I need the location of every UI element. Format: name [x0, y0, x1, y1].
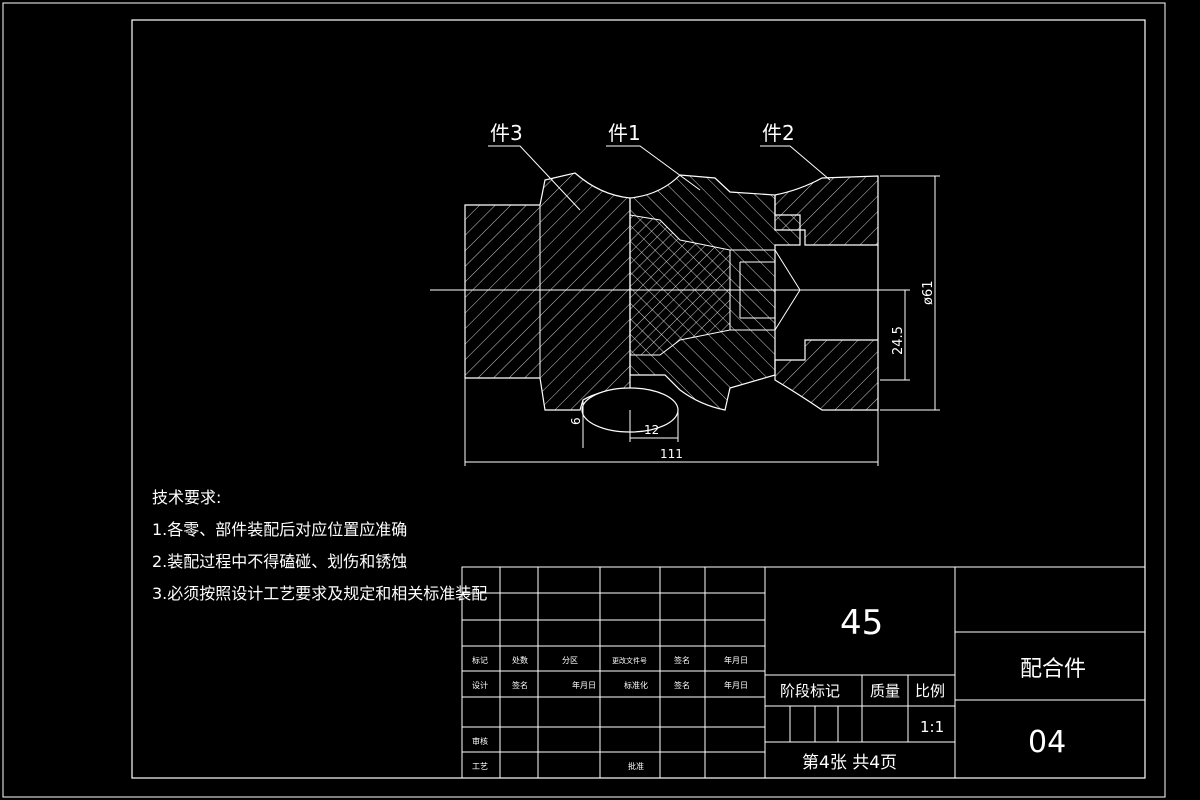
- dim-groove-depth: 6: [569, 417, 583, 425]
- part1-label: 件1: [608, 121, 641, 145]
- scale-label: 比例: [915, 682, 945, 700]
- stage-mark-label: 阶段标记: [780, 682, 840, 700]
- material-value: 45: [840, 603, 883, 643]
- tech-requirements-title: 技术要求:: [152, 488, 222, 507]
- sign-col-4: 标准化: [624, 680, 648, 690]
- mass-label: 质量: [870, 682, 900, 700]
- step-lines: [465, 198, 880, 388]
- rev-col-2: 处数: [512, 655, 528, 665]
- process-label: 工艺: [472, 762, 488, 771]
- part3-section: [464, 172, 631, 411]
- tech-requirement-2: 2.装配过程中不得磕碰、划伤和锈蚀: [152, 552, 408, 571]
- dim-diameter: ø61: [921, 281, 936, 306]
- sheet-info: 第4张 共4页: [802, 753, 897, 773]
- dim-groove-width: 12: [644, 423, 659, 437]
- rev-col-1: 标记: [472, 655, 488, 665]
- rev-col-6: 年月日: [724, 655, 748, 665]
- sign-col-1: 设计: [472, 680, 488, 690]
- sign-col-3: 年月日: [572, 680, 596, 690]
- rev-col-5: 签名: [674, 655, 690, 665]
- rev-col-3: 分区: [562, 656, 578, 665]
- section-view: [430, 172, 880, 433]
- part2-section: [774, 175, 879, 411]
- outer-border: [2, 2, 1166, 798]
- dim-inner-height: 24.5: [891, 326, 906, 355]
- sign-col-5: 签名: [674, 680, 690, 690]
- scale-value: 1:1: [920, 718, 944, 736]
- part-leaders: [488, 145, 831, 211]
- part2-label: 件2: [762, 121, 795, 145]
- drawing-name: 配合件: [1020, 657, 1086, 682]
- sign-col-2: 签名: [512, 680, 528, 690]
- sign-col-6: 年月日: [724, 680, 748, 690]
- dimension-lines: [464, 175, 940, 466]
- title-block: [461, 566, 1146, 779]
- check-label: 审核: [472, 736, 488, 746]
- part3-label: 件3: [490, 121, 523, 145]
- drawing-number: 04: [1028, 725, 1066, 760]
- dim-length: 111: [660, 447, 683, 461]
- tech-requirement-1: 1.各零、部件装配后对应位置应准确: [152, 520, 408, 539]
- approve-label: 批准: [628, 761, 644, 771]
- rev-col-4: 更改文件号: [612, 656, 647, 665]
- tech-requirement-3: 3.必须按照设计工艺要求及规定和相关标准装配: [152, 584, 488, 603]
- tech-requirements: 技术要求: 1.各零、部件装配后对应位置应准确 2.装配过程中不得磕碰、划伤和锈…: [152, 482, 487, 610]
